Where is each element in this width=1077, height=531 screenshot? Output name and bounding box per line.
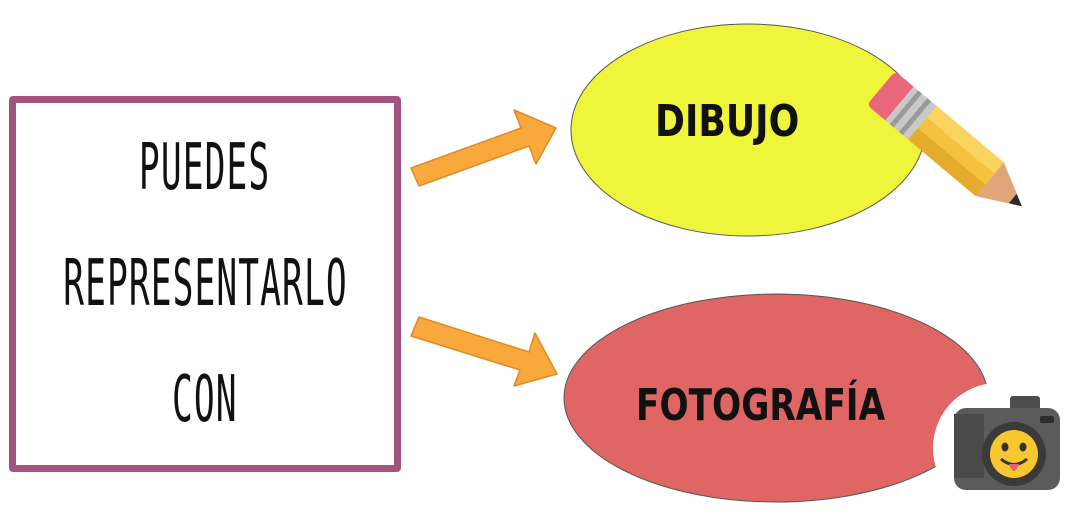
pencil-icon xyxy=(868,73,1022,207)
main-line-puedes: PUEDES xyxy=(139,131,271,205)
camera-icon xyxy=(933,383,1063,513)
main-box: PUEDES REPRESENTARLO CON xyxy=(9,96,401,472)
arrow-to-dibujo xyxy=(410,109,557,187)
dibujo-label: DIBUJO xyxy=(655,96,800,147)
main-line-representarlo: REPRESENTARLO xyxy=(62,247,348,321)
main-line-con: CON xyxy=(172,363,238,437)
arrow-to-fotografia xyxy=(410,316,558,387)
fotografia-label: FOTOGRAFÍA xyxy=(636,380,886,431)
